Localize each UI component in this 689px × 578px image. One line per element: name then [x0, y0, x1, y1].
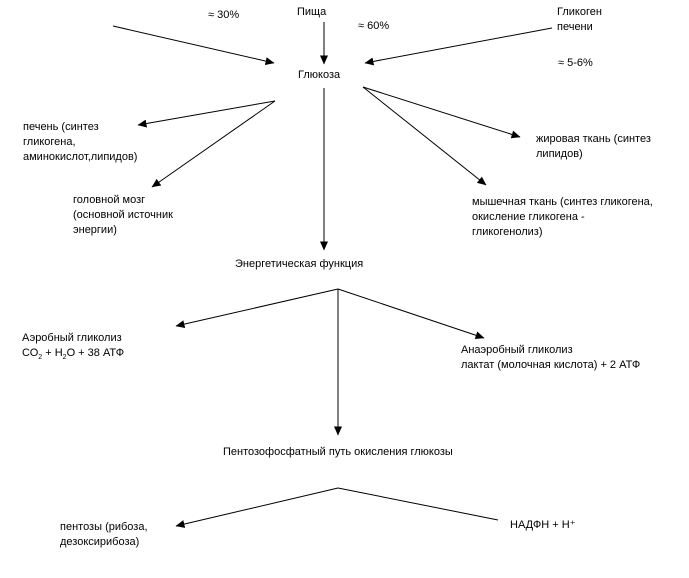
brain-label-line2: (основной источник — [73, 209, 173, 221]
glucose-label: Глюкоза — [298, 69, 341, 81]
arrow-energy-to-anaerobic — [337, 288, 485, 340]
muscle-tissue-label-line2: окисление гликогена - — [472, 211, 585, 223]
h2o-subscript: 2 — [62, 354, 67, 362]
pct-60-label: ≈ 60% — [358, 20, 390, 32]
brain-label-line3: энергии) — [73, 224, 117, 236]
food-label: Пища — [297, 6, 327, 18]
arrow-glucose-to-fat — [362, 86, 521, 139]
arrow-glycogen-to-glucose — [364, 27, 553, 66]
anaerobic-products-label: лактат (молочная кислота) + 2 АТФ — [461, 359, 641, 371]
co2-text: СО — [22, 347, 39, 359]
fat-tissue-label-line1: жировая ткань (синтез — [536, 133, 651, 145]
arrow-glucose-to-muscle — [362, 86, 487, 186]
plus-h-text: + Н — [42, 347, 63, 359]
co2-subscript: 2 — [38, 354, 43, 362]
arrow-energy-to-aerobic — [175, 288, 339, 329]
liver-glycogen-label-line1: Гликоген — [557, 6, 602, 18]
aerobic-products-label: СО2 + Н2О + 38 АТФ — [22, 346, 124, 363]
nadph-label: НАДФН + Н⁺ — [510, 519, 576, 531]
atp-38-text: О + 38 АТФ — [66, 347, 125, 359]
line-to-nadph — [337, 487, 499, 521]
anaerobic-glycolysis-label: Анаэробный гликолиз — [461, 344, 573, 356]
liver-label-line3: аминокислот,липидов) — [23, 151, 138, 163]
pct-5-6-label: ≈ 5-6% — [558, 57, 593, 69]
fat-tissue-label-line2: липидов) — [536, 148, 583, 160]
aerobic-glycolysis-label: Аэробный гликолиз — [22, 332, 122, 344]
pentoses-label-line2: дезоксирибоза) — [60, 536, 140, 548]
muscle-tissue-label-line1: мышечная ткань (синтез гликогена, — [472, 196, 653, 208]
brain-label-line1: головной мозг — [73, 194, 146, 206]
arrow-glucose-to-brain — [151, 100, 276, 188]
liver-label-line2: гликогена, — [23, 136, 76, 148]
pentose-phosphate-pathway-label: Пентозофосфатный путь окисления глюкозы — [223, 446, 453, 458]
liver-glycogen-label-line2: печени — [557, 21, 593, 33]
arrow-left-to-glucose — [112, 25, 275, 65]
muscle-tissue-label-line3: гликогенолиз) — [472, 226, 543, 238]
pentoses-label-line1: пентозы (рибоза, — [60, 521, 148, 533]
arrow-glucose-to-liver — [137, 100, 276, 128]
liver-label-line1: печень (синтез — [23, 121, 99, 133]
energy-function-label: Энергетическая функция — [235, 258, 364, 270]
arrow-to-pentoses — [175, 487, 339, 528]
pct-30-label: ≈ 30% — [208, 9, 240, 21]
